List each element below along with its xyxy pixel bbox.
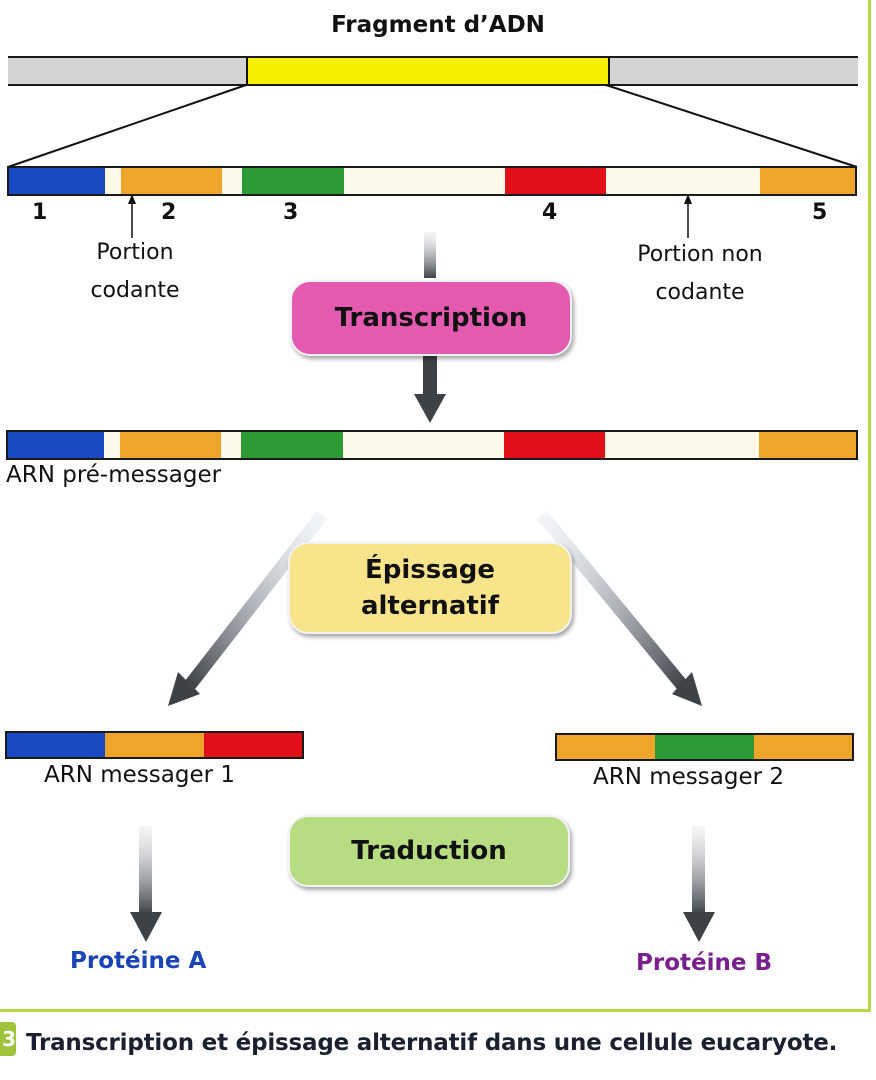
dna-flank-left [8,58,246,84]
step-translation: Traduction [288,815,570,887]
mrna-1-strip [5,731,304,759]
pointer-arrow-coding [128,194,136,238]
splicing-arrow-right-icon [536,510,702,706]
pre-mrna-segment-intron [104,432,120,458]
mrna-1-segment-red [203,733,302,757]
gene-segment-exon-2 [121,168,222,194]
pre-mrna-segment-exon-5 [759,432,856,458]
pre-mrna-label: ARN pré-messager [6,462,222,488]
transcription-arrow-top [424,232,436,278]
pre-mrna-segment-exon-1 [8,432,104,458]
mrna-2-strip [555,733,854,761]
zoom-line-right [605,84,858,168]
mrna-2-segment-green [655,735,754,759]
gene-segment-exon-5 [760,168,855,194]
dna-flank-right [610,58,858,84]
pre-mrna-segment-intron [221,432,241,458]
step-transcription: Transcription [290,280,572,356]
gene-segment-intron [344,168,505,194]
mrna-1-label: ARN messager 1 [44,762,235,788]
translation-arrow-left-icon [130,826,162,942]
zoom-line-left [7,84,247,168]
figure-title: Fragment d’ADN [331,12,545,38]
pre-mrna-strip [6,430,858,460]
translation-arrow-right-icon [683,826,715,942]
gene-segment-exon-1 [9,168,105,194]
pre-mrna-segment-intron [343,432,504,458]
pre-mrna-segment-exon-4 [504,432,605,458]
dna-fragment-strip [8,56,858,86]
pre-mrna-segment-exon-2 [120,432,221,458]
mrna-2-segment-orange [557,735,656,759]
gene-strip [7,166,857,196]
gene-segment-exon-4 [505,168,606,194]
gene-segment-intron [222,168,242,194]
exon-number-3: 3 [283,200,299,225]
mrna-1-segment-orange [105,733,204,757]
mrna-1-segment-blue [7,733,106,757]
exon-number-2: 2 [161,200,177,225]
gene-segment-exon-3 [242,168,344,194]
protein-b-label: Protéine B [636,950,772,976]
pre-mrna-segment-intron [605,432,759,458]
gene-segment-intron [105,168,121,194]
label-noncoding-portion: Portion non codante [637,242,763,305]
transcription-arrow-icon [414,356,446,423]
figure-caption: Transcription et épissage alternatif dan… [26,1030,838,1056]
gene-segment-intron [606,168,760,194]
label-coding-portion: Portion codante [90,240,180,303]
pointer-arrow-noncoding [684,194,692,238]
figure-frame [0,0,871,1012]
mrna-2-label: ARN messager 2 [593,764,784,790]
figure-number-badge: 3 [0,1022,16,1056]
step-alternative-splicing: Épissage alternatif [288,542,572,634]
pre-mrna-segment-exon-3 [241,432,343,458]
protein-a-label: Protéine A [70,948,207,974]
dna-gene-region [246,58,610,84]
mrna-2-segment-orange [753,735,852,759]
exon-number-5: 5 [812,200,828,225]
exon-number-1: 1 [32,200,48,225]
exon-number-4: 4 [542,200,558,225]
